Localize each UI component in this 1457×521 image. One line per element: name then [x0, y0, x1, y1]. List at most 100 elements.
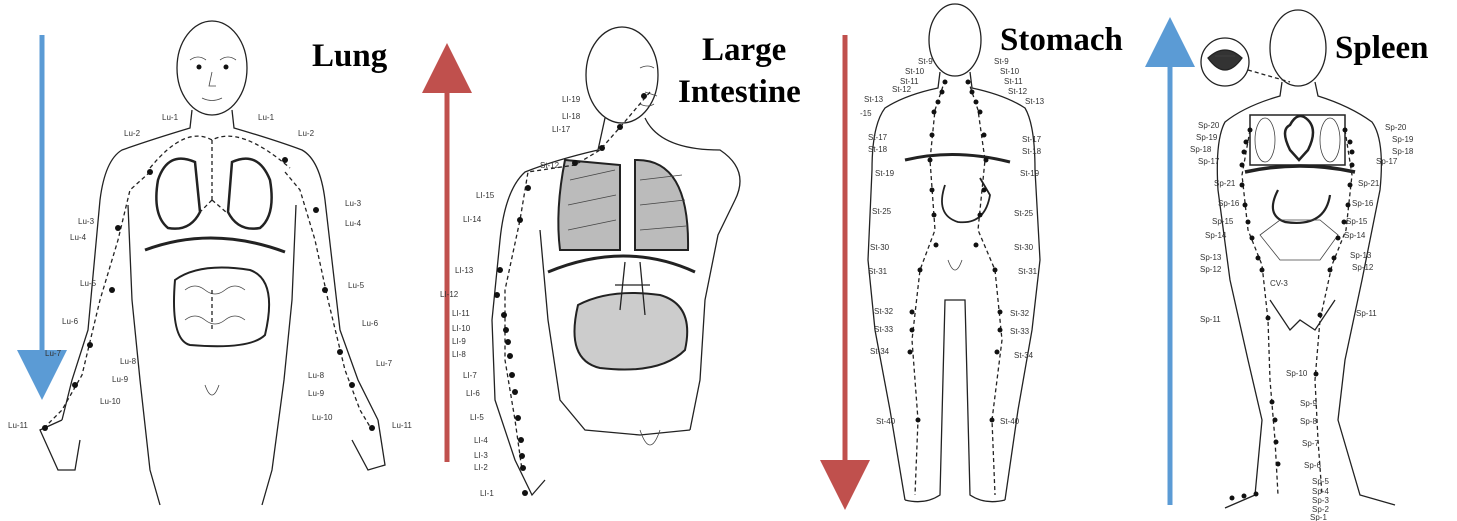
- point-label: St-25: [872, 207, 892, 216]
- point-label: Sp-18: [1190, 145, 1212, 154]
- point-label: Lu-11: [392, 421, 412, 430]
- point-label: LI-1: [480, 489, 494, 498]
- point-label: Sp-14: [1344, 231, 1366, 240]
- point-label: LI-17: [552, 125, 571, 134]
- point-label: Sp-19: [1196, 133, 1218, 142]
- point-label: Lu-10: [100, 397, 121, 406]
- panel-stomach: Stomach: [845, 4, 1123, 502]
- point-label: Sp-7: [1302, 439, 1319, 448]
- spleen-channel: [1230, 128, 1355, 501]
- point-label: Lu-1: [258, 113, 275, 122]
- point-label: Sp-11: [1200, 315, 1221, 324]
- point-label: Sp-15: [1346, 217, 1368, 226]
- point-label: Sp-20: [1385, 123, 1407, 132]
- point-label: Sp-13: [1200, 253, 1222, 262]
- point-label: St-12: [892, 85, 912, 94]
- panel-title-spleen: Spleen: [1335, 30, 1429, 66]
- point-label: Lu-8: [120, 357, 137, 366]
- point-label: LI-14: [463, 215, 482, 224]
- point-label: St-32: [874, 307, 894, 316]
- point-label: LI-12: [440, 290, 459, 299]
- panel-title-line-2: Intestine: [678, 74, 801, 110]
- point-label: Sp-21: [1358, 179, 1380, 188]
- point-label: St-18: [1022, 147, 1042, 156]
- point-label: St-33: [1010, 327, 1030, 336]
- point-label: LI-9: [452, 337, 466, 346]
- point-label: Sp-12: [1200, 265, 1222, 274]
- point-label: St-25: [1014, 209, 1034, 218]
- point-label: Sp-3: [1312, 496, 1329, 505]
- point-label: LI-6: [466, 389, 480, 398]
- point-label: St-34: [870, 347, 890, 356]
- point-label: St-40: [876, 417, 896, 426]
- point-label: Lu-7: [45, 349, 62, 358]
- point-label: Sp-16: [1352, 199, 1374, 208]
- point-label: Lu-10: [312, 413, 333, 422]
- point-label: St-17: [1022, 135, 1042, 144]
- point-label: Sp-21: [1214, 179, 1236, 188]
- point-label: Sp-18: [1392, 147, 1414, 156]
- point-label: LI-11: [452, 309, 470, 318]
- point-label: LI-18: [562, 112, 581, 121]
- point-label: St-30: [1014, 243, 1034, 252]
- point-label: Lu-5: [80, 279, 97, 288]
- point-label: St-32: [1010, 309, 1030, 318]
- point-label: St-17: [868, 133, 888, 142]
- point-label: Lu-4: [345, 219, 362, 228]
- panel-title-lung: Lung: [312, 38, 388, 74]
- point-label: LI-13: [455, 266, 474, 275]
- point-label: Sp-5: [1312, 477, 1329, 486]
- point-label: LI-15: [476, 191, 495, 200]
- point-label: Sp-4: [1312, 487, 1329, 496]
- point-label: Lu-7: [376, 359, 393, 368]
- point-label: Sp-16: [1218, 199, 1240, 208]
- point-label: Sp-17: [1376, 157, 1398, 166]
- point-label: St-18: [868, 145, 888, 154]
- point-label: Lu-4: [70, 233, 87, 242]
- mouth-inset-icon: [1201, 38, 1290, 86]
- stomach-point-labels: St-9 St-10 St-11 St-12 St-9 St-10 St-11 …: [860, 57, 1045, 426]
- point-label: Sp-19: [1392, 135, 1414, 144]
- point-label: St-13: [1025, 97, 1045, 106]
- point-label: Lu-3: [345, 199, 362, 208]
- point-label: LI-8: [452, 350, 466, 359]
- point-label: Sp-17: [1198, 157, 1220, 166]
- point-label: St-13: [864, 95, 884, 104]
- point-label: St-10: [905, 67, 925, 76]
- point-label: LI-4: [474, 436, 488, 445]
- stomach-channel-dots: [908, 80, 1003, 423]
- point-label: St-40: [1000, 417, 1020, 426]
- point-label: St-11: [1004, 77, 1023, 86]
- point-label: Lu-2: [298, 129, 315, 138]
- point-label: Lu-2: [124, 129, 141, 138]
- panel-title-stomach: Stomach: [1000, 22, 1123, 58]
- point-label: St-30: [870, 243, 890, 252]
- large-intestine-point-labels: LI-19 LI-18 LI-17 St-12 LI-15 LI-14 LI-1…: [440, 95, 581, 498]
- point-label: St-31: [868, 267, 888, 276]
- point-label: St-9: [994, 57, 1009, 66]
- point-label: CV-3: [1270, 279, 1288, 288]
- point-label: St-31: [1018, 267, 1038, 276]
- point-label: St-10: [1000, 67, 1020, 76]
- point-label: St-12: [1008, 87, 1028, 96]
- point-label: Sp-8: [1300, 417, 1317, 426]
- point-label: Lu-3: [78, 217, 95, 226]
- point-label: Sp-20: [1198, 121, 1220, 130]
- point-label: Sp-12: [1352, 263, 1374, 272]
- point-label: Lu-1: [162, 113, 179, 122]
- point-label: St-34: [1014, 351, 1034, 360]
- point-label: Sp-15: [1212, 217, 1234, 226]
- panel-large-intestine: Large Intestine: [440, 27, 801, 498]
- point-label: St-33: [874, 325, 894, 334]
- point-label: St-19: [1020, 169, 1040, 178]
- point-label: Sp-14: [1205, 231, 1227, 240]
- point-label: Sp-10: [1286, 369, 1308, 378]
- panel-spleen: Spleen: [1170, 10, 1429, 521]
- point-label: St-19: [875, 169, 895, 178]
- panel-lung: Lung: [8, 21, 412, 505]
- point-label: Sp-13: [1350, 251, 1372, 260]
- point-label: Sp-1: [1310, 513, 1327, 521]
- point-label: Sp-9: [1300, 399, 1317, 408]
- point-label: LI-2: [474, 463, 488, 472]
